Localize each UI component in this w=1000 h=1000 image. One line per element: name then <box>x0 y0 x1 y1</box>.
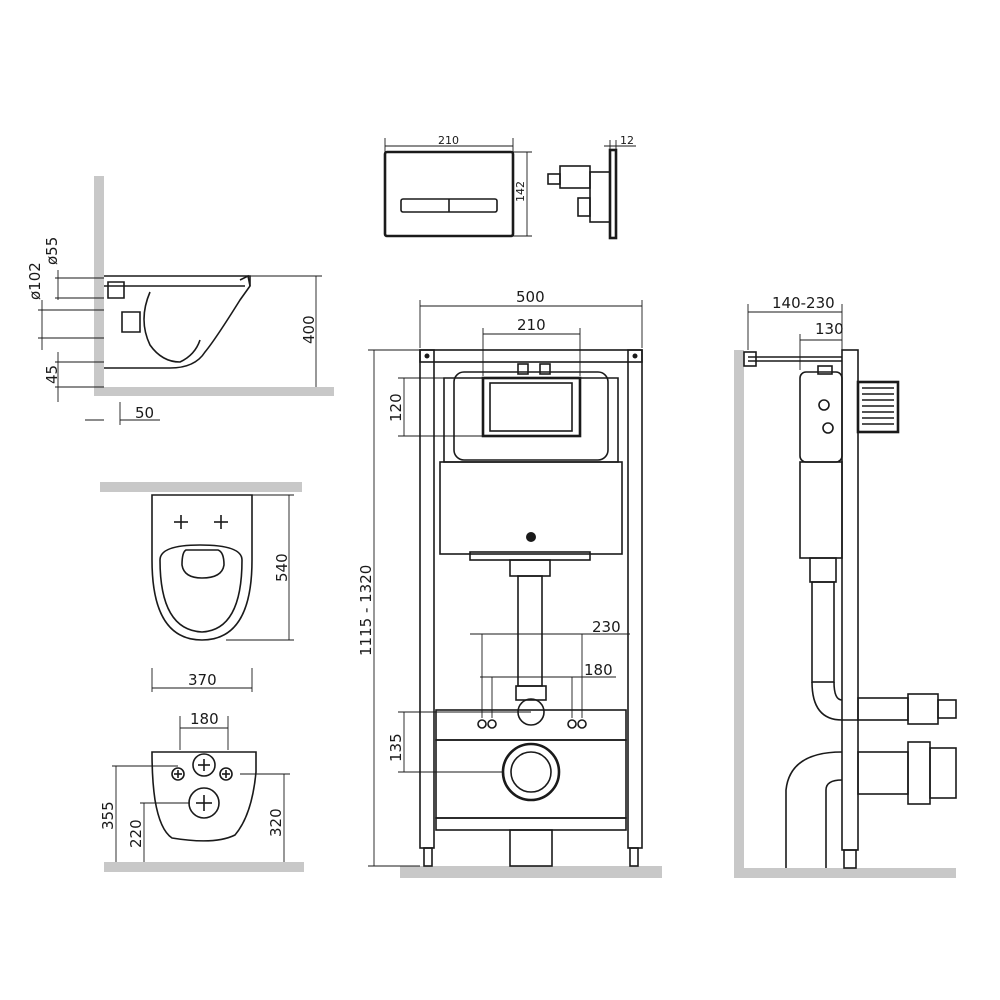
wall-top-strip <box>100 482 302 492</box>
cistern-lower <box>439 461 623 555</box>
dim-140-230-label: 140-230 <box>772 294 835 312</box>
dim-135-label: 135 <box>387 733 405 762</box>
floor-strip-frame <box>400 866 662 878</box>
dim-210-frame-label: 210 <box>517 316 546 334</box>
flush-plate-outline <box>383 150 515 238</box>
frame-right-upright <box>627 349 643 849</box>
dim-45-label: 45 <box>43 365 61 384</box>
toilet-rear-view: 180 355 220 320 <box>99 710 304 872</box>
flush-pipe-side <box>811 581 835 683</box>
toilet-top-outline <box>151 494 253 641</box>
cistern-side-lower <box>799 461 843 559</box>
dim-130-label: 130 <box>815 320 844 338</box>
dim-120-label: 120 <box>387 393 405 422</box>
dim-540-label: 540 <box>273 553 291 582</box>
inlet-pipe <box>107 281 125 299</box>
dim-210-plate-label: 210 <box>438 134 459 147</box>
drain-pipe <box>509 829 553 867</box>
rear-inlet-hole <box>192 753 216 777</box>
flush-plate-front: 210 142 <box>383 134 532 238</box>
dim-320-label: 320 <box>267 808 285 837</box>
dim-180-frame-label: 180 <box>584 661 613 679</box>
flush-mechanism-housing <box>589 171 611 223</box>
frame-side-upright <box>841 349 859 851</box>
toilet-side-view: ø55 ø102 45 400 50 <box>26 176 334 425</box>
flush-actuator <box>559 165 591 189</box>
toilet-top-view: 540 370 <box>100 482 302 692</box>
dim-12-label: 12 <box>620 134 634 147</box>
dim-500-label: 500 <box>516 288 545 306</box>
dim-1115-1320-label: 1115 - 1320 <box>357 565 375 656</box>
floor-strip-side <box>734 868 956 878</box>
frame-side-view: 140-230 130 <box>734 294 957 878</box>
toilet-bowl-inner <box>143 291 201 363</box>
outlet-pipe <box>121 311 141 333</box>
flush-plate-side-edge <box>608 148 618 240</box>
drain-pipe-side <box>785 751 843 868</box>
flush-opening <box>481 376 582 438</box>
flush-pipe-bend <box>811 681 858 721</box>
dim-230-label: 230 <box>592 618 621 636</box>
floor-strip <box>94 387 334 396</box>
dim-220-label: 220 <box>127 819 145 848</box>
cistern-inner <box>453 371 609 461</box>
cistern-side <box>799 371 843 463</box>
toilet-top-bowl <box>181 549 225 579</box>
dim-d55-label: ø55 <box>43 237 61 265</box>
seat-hinge <box>239 274 251 287</box>
cistern-upper <box>443 377 619 463</box>
dim-142-label: 142 <box>514 181 527 202</box>
frame-top-bar <box>419 349 643 363</box>
dim-370-label: 370 <box>188 671 217 689</box>
dim-50-label: 50 <box>135 404 154 422</box>
dim-355-label: 355 <box>99 801 117 830</box>
toilet-rear-outline <box>151 751 257 842</box>
toilet-top-seat <box>159 544 243 633</box>
flush-plate-side: 12 <box>547 134 636 240</box>
floor-strip-rear <box>104 862 304 872</box>
flush-actuator-tip <box>547 173 561 185</box>
wall-vertical <box>94 176 104 396</box>
flush-pipe <box>517 575 543 687</box>
frame-front-view: 500 210 120 1115 - 1320 230 180 135 <box>357 288 662 878</box>
dim-180-rear-label: 180 <box>190 710 219 728</box>
cistern-valve <box>526 532 536 542</box>
dim-d102-label: ø102 <box>26 262 44 300</box>
dim-400-label: 400 <box>300 315 318 344</box>
wall-vertical-side <box>734 350 744 878</box>
flush-actuator-side <box>856 380 900 434</box>
toilet-side-outline <box>104 275 251 369</box>
frame-left-upright <box>419 349 435 849</box>
